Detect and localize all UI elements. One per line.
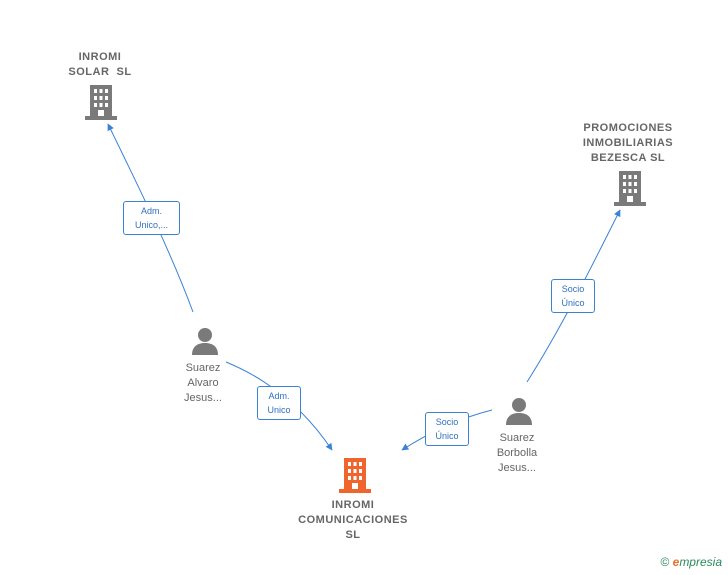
label-line: SOLAR SL [68,66,132,78]
brand-name: mpresia [679,555,722,569]
company-label-promociones[interactable]: PROMOCIONES INMOBILIARIAS BEZESCA SL [568,121,688,166]
edge-label-line: Unico [267,405,291,415]
company-label-main[interactable]: INROMI COMUNICACIONES SL [283,498,423,543]
building-icon[interactable] [614,170,646,206]
label-line: Jesus... [184,392,222,404]
edge-label-line: Único [435,431,459,441]
edge-label-line: Socio [561,284,585,294]
edge-label-line: Unico,... [134,220,168,230]
person-icon[interactable] [504,396,534,426]
label-line: Suarez [185,362,221,374]
edge-label-alvaro-to-main[interactable]: Adm. Unico [257,386,301,420]
label-line: Alvaro [187,377,219,389]
label-line: COMUNICACIONES [298,514,408,526]
brand-initial: e [672,555,680,569]
person-icon[interactable] [190,326,220,356]
edge-label-alvaro-to-solar[interactable]: Adm. Unico,... [123,201,180,235]
company-label-inromi-solar[interactable]: INROMI SOLAR SL [50,50,150,80]
label-line: Suarez [499,432,535,444]
label-line: PROMOCIONES [583,122,673,134]
label-line: INMOBILIARIAS [582,137,674,149]
main-building-icon[interactable] [339,457,371,493]
person-label-borbolla[interactable]: Suarez Borbolla Jesus... [474,431,560,476]
edge-label-line: Adm. [268,391,290,401]
building-icon[interactable] [85,84,117,120]
label-line: Jesus... [498,462,536,474]
label-line: SL [345,529,361,541]
edge-label-line: Único [561,298,585,308]
label-line: INROMI [78,51,122,63]
edge-label-borbolla-to-main[interactable]: Socio Único [425,412,469,446]
label-line: BEZESCA SL [590,152,666,164]
brand-footer[interactable]: © empresia [660,555,722,569]
edge-label-line: Adm. [140,206,162,216]
person-label-alvaro[interactable]: Suarez Alvaro Jesus... [160,361,246,406]
edge-label-line: Socio [435,417,459,427]
edge-label-borbolla-to-promociones[interactable]: Socio Único [551,279,595,313]
copyright-icon: © [660,555,670,569]
label-line: INROMI [331,499,375,511]
label-line: Borbolla [496,447,538,459]
